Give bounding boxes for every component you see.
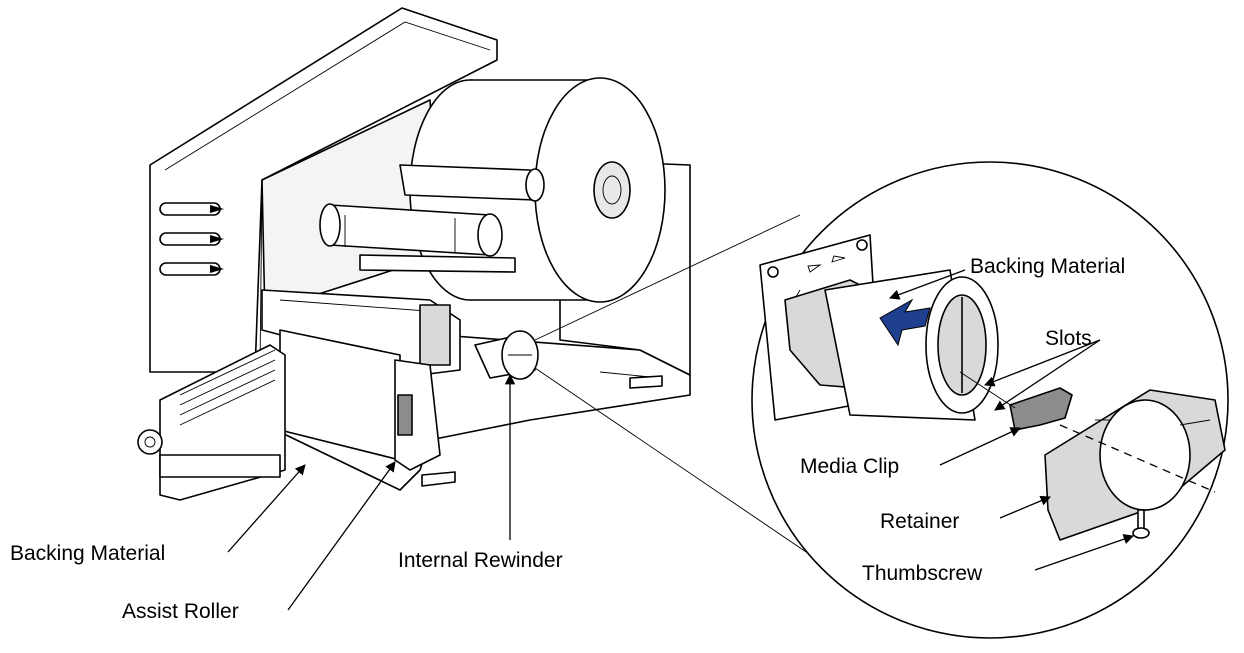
- label-media-clip: Media Clip: [800, 455, 899, 478]
- label-thumbscrew: Thumbscrew: [862, 562, 983, 585]
- printer-top-cover: [149, 7, 498, 373]
- ribbon-supply-spindle: [399, 164, 536, 201]
- printer-illustration: [137, 7, 691, 501]
- direction-arrow: [879, 298, 931, 347]
- printhead-assembly: [261, 289, 461, 376]
- assist-roller-body: [159, 454, 281, 478]
- detail-view: [751, 161, 1229, 639]
- label-backing-material-detail: Backing Material: [970, 255, 1125, 278]
- label-backing-material-main: Backing Material: [10, 542, 165, 565]
- vent-slots: [159, 202, 224, 276]
- leader-lines: [227, 269, 1134, 611]
- label-retainer: Retainer: [880, 510, 959, 533]
- thumbscrew: [1132, 509, 1150, 539]
- assist-roller-knob: [137, 429, 163, 455]
- label-slots: Slots: [1045, 327, 1092, 350]
- retainer-hole: [1099, 399, 1191, 511]
- zoom-line-upper: [534, 214, 801, 341]
- zoom-line-lower: [534, 367, 816, 559]
- peel-comb: [179, 349, 276, 426]
- alignment-axis: [1059, 424, 1216, 493]
- label-internal-rewinder: Internal Rewinder: [398, 549, 563, 572]
- supply-spindle: [593, 161, 631, 219]
- label-assist-roller: Assist Roller: [122, 600, 239, 623]
